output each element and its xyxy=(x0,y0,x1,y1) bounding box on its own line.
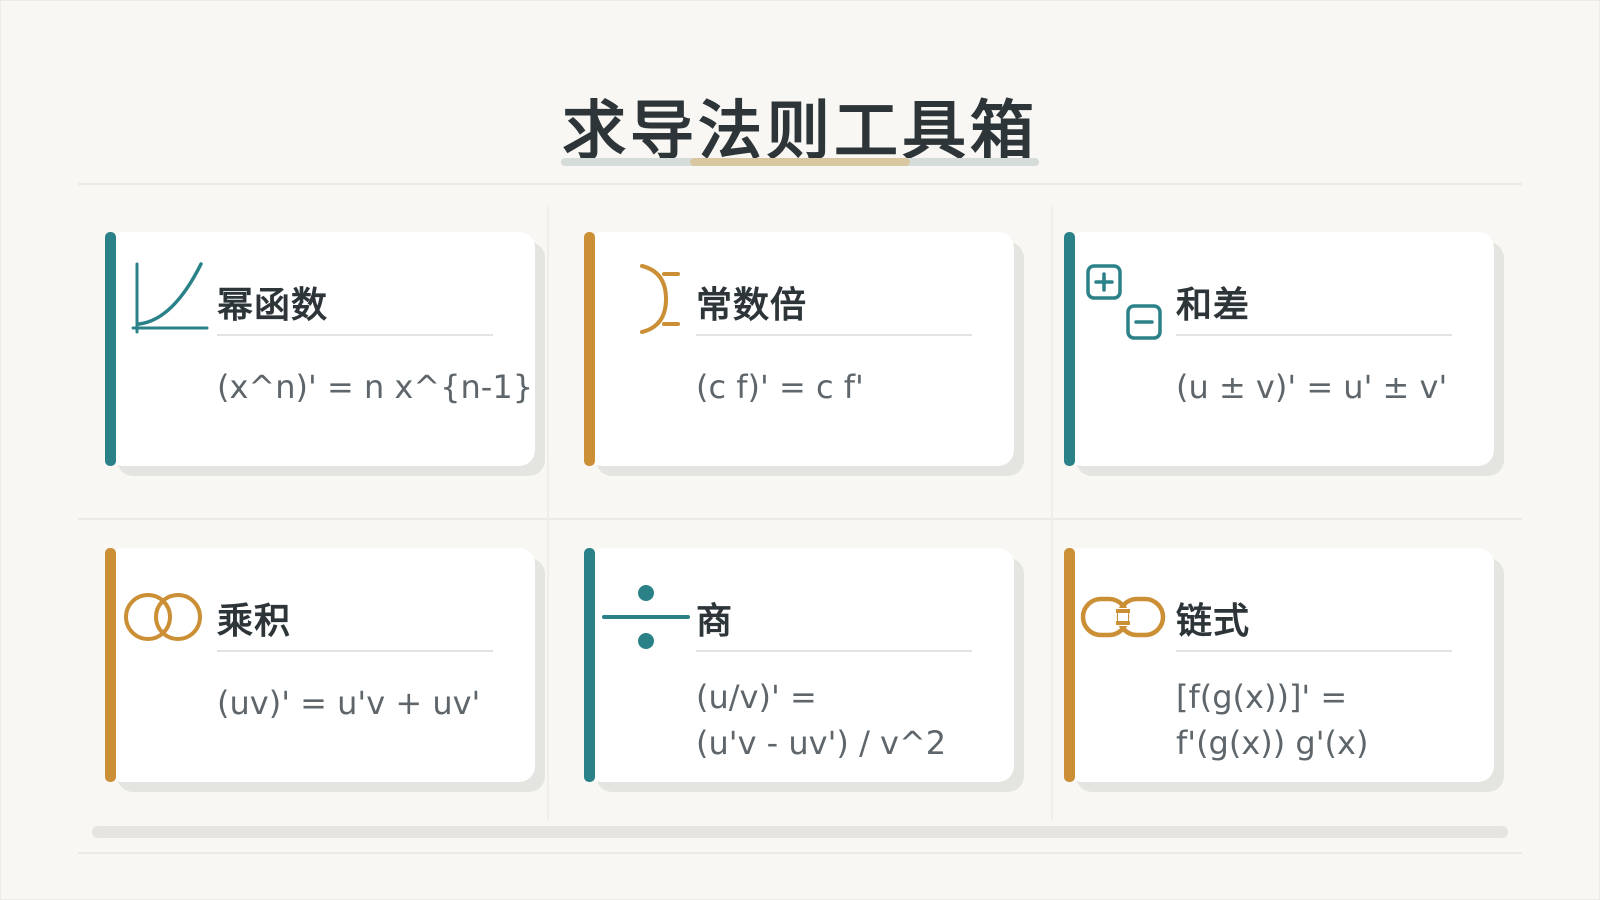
card-rule xyxy=(696,650,972,652)
card-title: 链式 xyxy=(1176,601,1251,642)
interlocking-rings-icon xyxy=(124,593,202,641)
divider-middle xyxy=(78,518,1522,520)
card-power-rule: 幂函数 (x^n)' = n x^{n-1} xyxy=(105,232,535,466)
power-curve-icon xyxy=(131,262,209,334)
formula-line: (x^n)' = n x^{n-1} xyxy=(217,368,534,406)
card-title: 乘积 xyxy=(217,601,292,642)
plus-minus-icon xyxy=(1086,264,1162,340)
card-formula: [f(g(x))]' = f'(g(x)) g'(x) xyxy=(1176,674,1368,766)
card-title: 商 xyxy=(696,601,734,642)
card-rule xyxy=(217,334,493,336)
card-title: 幂函数 xyxy=(217,285,329,326)
formula-line: (u ± v)' = u' ± v' xyxy=(1176,368,1448,406)
card-rule xyxy=(217,650,493,652)
card-sum-difference: 和差 (u ± v)' = u' ± v' xyxy=(1064,232,1494,466)
divider-bottom xyxy=(78,852,1522,854)
card-quotient-rule: 商 (u/v)' = (u'v - uv') / v^2 xyxy=(584,548,1014,782)
card-product-rule: 乘积 (uv)' = u'v + uv' xyxy=(105,548,535,782)
chain-link-icon xyxy=(1080,596,1166,638)
card-accent-bar xyxy=(105,548,116,782)
card-accent-bar xyxy=(584,232,595,466)
formula-line: (uv)' = u'v + uv' xyxy=(217,684,481,722)
card-formula: (u/v)' = (u'v - uv') / v^2 xyxy=(696,674,946,766)
card-accent-bar xyxy=(584,548,595,782)
divider-column-2 xyxy=(1051,205,1053,820)
divider-top xyxy=(78,183,1522,185)
card-title: 常数倍 xyxy=(696,285,808,326)
card-accent-bar xyxy=(105,232,116,466)
division-icon xyxy=(602,585,690,649)
card-rule xyxy=(1176,334,1452,336)
card-formula: (u ± v)' = u' ± v' xyxy=(1176,364,1447,410)
card-chain-rule: 链式 [f(g(x))]' = f'(g(x)) g'(x) xyxy=(1064,548,1494,782)
card-formula: (x^n)' = n x^{n-1} xyxy=(217,364,533,410)
card-formula: (uv)' = u'v + uv' xyxy=(217,680,480,726)
card-title: 和差 xyxy=(1176,285,1251,326)
card-constant-multiple: 常数倍 (c f)' = c f' xyxy=(584,232,1014,466)
card-accent-bar xyxy=(1064,548,1075,782)
card-accent-bar xyxy=(1064,232,1075,466)
formula-line: (c f)' = c f' xyxy=(696,368,864,406)
formula-line: f'(g(x)) g'(x) xyxy=(1176,724,1369,762)
bracket-icon xyxy=(640,264,680,334)
formula-line: [f(g(x))]' = xyxy=(1176,678,1348,716)
divider-column-1 xyxy=(547,205,549,820)
card-formula: (c f)' = c f' xyxy=(696,364,864,410)
title-underline-accent xyxy=(690,158,910,166)
card-rule xyxy=(696,334,972,336)
page-title: 求导法则工具箱 xyxy=(562,95,1038,169)
bottom-scroll-bar xyxy=(92,826,1508,838)
card-rule xyxy=(1176,650,1452,652)
formula-line: (u/v)' = xyxy=(696,678,817,716)
formula-line: (u'v - uv') / v^2 xyxy=(696,724,947,762)
